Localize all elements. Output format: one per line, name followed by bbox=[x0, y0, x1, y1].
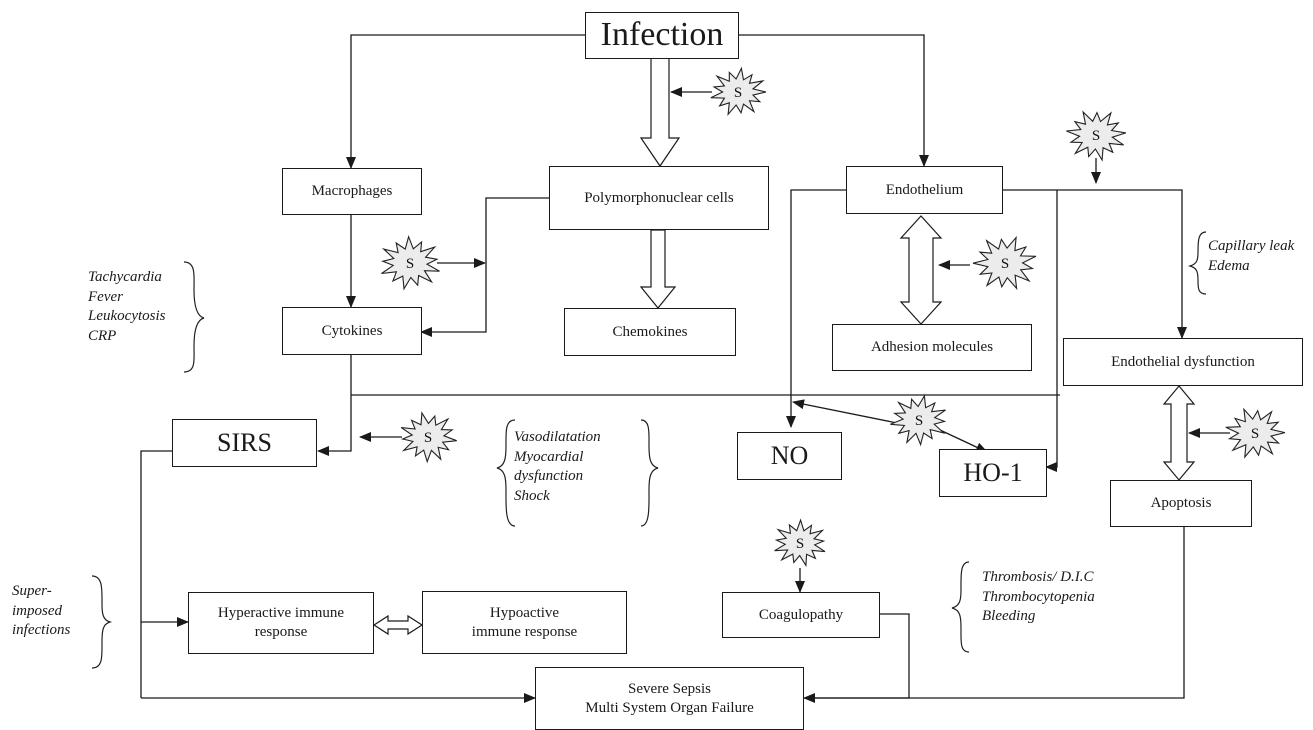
superimposed-note: Super- imposed infections bbox=[12, 582, 70, 641]
apoptosis-box: Apoptosis bbox=[1110, 480, 1252, 527]
brace-sirs-signs bbox=[183, 261, 205, 373]
endothelium-to-ho1-arrow bbox=[1045, 190, 1058, 472]
star-s-cytokine-link-label: S bbox=[406, 256, 414, 272]
vascular-note: Vasodilatation Myocardial dysfunction Sh… bbox=[514, 428, 601, 506]
note-dysfunction: dysfunction bbox=[514, 468, 584, 484]
star-s-sirs-icon bbox=[400, 411, 457, 464]
pmn-to-cytokines-arrow bbox=[420, 197, 549, 337]
star-to-no-arrow bbox=[792, 399, 898, 424]
note-leukocytosis: Leukocytosis bbox=[88, 308, 166, 324]
endothelium-to-no-arrow bbox=[786, 189, 846, 428]
star-s-coagulopathy-icon bbox=[774, 518, 826, 568]
star-s-sirs-label: S bbox=[424, 430, 432, 446]
endothelium-adhesion-double-arrow bbox=[899, 215, 943, 325]
macrophages-box: Macrophages bbox=[282, 168, 422, 215]
brace-capillary bbox=[1187, 231, 1207, 295]
star-s-no-ho1-label: S bbox=[915, 413, 923, 429]
note-infections: infections bbox=[12, 622, 71, 638]
thrombosis-note: Thrombosis/ D.I.C Thrombocytopenia Bleed… bbox=[982, 568, 1095, 627]
infection-to-endothelium-arrow bbox=[738, 34, 929, 167]
note-bleeding: Bleeding bbox=[982, 608, 1036, 624]
note-thrombosis: Thrombosis/ D.I.C bbox=[982, 569, 1094, 585]
brace-vascular-right bbox=[640, 419, 659, 527]
note-vasodilatation: Vasodilatation bbox=[514, 429, 601, 445]
hypoactive-line-2: immune response bbox=[471, 623, 578, 640]
note-imposed: imposed bbox=[12, 602, 62, 619]
star-s-apoptosis-label: S bbox=[1251, 426, 1259, 442]
severe-sepsis-line-2: Multi System Organ Failure bbox=[585, 699, 754, 716]
sirs-signs-note: Tachycardia Fever Leukocytosis CRP bbox=[88, 268, 165, 346]
star-s-infection-label: S bbox=[734, 85, 742, 101]
hyper-hypo-double-arrow bbox=[372, 614, 424, 636]
note-tachycardia: Tachycardia bbox=[88, 269, 162, 285]
sirs-box: SIRS bbox=[172, 419, 317, 467]
note-edema: Edema bbox=[1208, 257, 1250, 274]
star-s-endothelium-icon bbox=[1066, 110, 1127, 162]
star-s-coagulopathy-label: S bbox=[796, 536, 804, 552]
star-s-adhesion-icon bbox=[972, 235, 1037, 291]
star-s-adhesion-label: S bbox=[1001, 256, 1009, 272]
endothelium-box: Endothelium bbox=[846, 166, 1003, 214]
star-s-endothelium-label: S bbox=[1092, 128, 1100, 144]
star-to-ho1-arrow bbox=[939, 429, 988, 453]
star-s-infection-icon bbox=[710, 66, 767, 116]
note-fever: Fever bbox=[88, 288, 123, 305]
hypoactive-line-1: Hypoactive bbox=[489, 604, 560, 621]
endothelial-dysfunction-box: Endothelial dysfunction bbox=[1063, 338, 1303, 386]
brace-thrombosis bbox=[951, 561, 970, 653]
note-super: Super- bbox=[12, 583, 52, 599]
hypoactive-response-box: Hypoactive immune response bbox=[422, 591, 627, 654]
no-box: NO bbox=[737, 432, 842, 480]
pmn-to-chemokines-hollow-arrow bbox=[639, 229, 677, 309]
endothelium-to-dysfunction-arrow bbox=[1003, 189, 1187, 339]
cytokines-to-sirs-arrow bbox=[317, 355, 352, 456]
severe-sepsis-line-1: Severe Sepsis bbox=[628, 680, 711, 697]
coagulopathy-box: Coagulopathy bbox=[722, 592, 880, 638]
capillary-note: Capillary leak Edema bbox=[1208, 237, 1294, 276]
star-s-no-ho1-icon bbox=[890, 394, 947, 447]
chemokines-box: Chemokines bbox=[564, 308, 736, 356]
star-s-apoptosis-icon bbox=[1225, 407, 1286, 459]
note-thrombocytopenia: Thrombocytopenia bbox=[982, 588, 1095, 605]
adhesion-molecules-box: Adhesion molecules bbox=[832, 324, 1032, 371]
sirs-left-line bbox=[140, 450, 172, 698]
hyperactive-response-box: Hyperactive immune response bbox=[188, 592, 374, 654]
infection-box: Infection bbox=[585, 12, 739, 59]
apoptosis-to-sepsis-arrow bbox=[803, 527, 1185, 703]
infection-to-pmn-hollow-arrow bbox=[639, 57, 681, 168]
brace-vascular-left bbox=[496, 419, 516, 527]
pmn-box: Polymorphonuclear cells bbox=[549, 166, 769, 230]
ho1-box: HO-1 bbox=[939, 449, 1047, 497]
cytokines-box: Cytokines bbox=[282, 307, 422, 355]
hyperactive-line-2: response bbox=[254, 624, 308, 640]
brace-superimposed bbox=[91, 575, 113, 669]
note-crp: CRP bbox=[88, 327, 117, 344]
note-shock: Shock bbox=[514, 487, 550, 504]
hyperactive-line-1: Hyperactive immune bbox=[217, 605, 345, 622]
note-myocardial: Myocardial bbox=[514, 448, 584, 465]
note-capillary-leak: Capillary leak bbox=[1208, 238, 1295, 254]
star-s-cytokine-link-icon bbox=[381, 234, 440, 291]
infection-to-macrophages-arrow bbox=[346, 34, 585, 169]
